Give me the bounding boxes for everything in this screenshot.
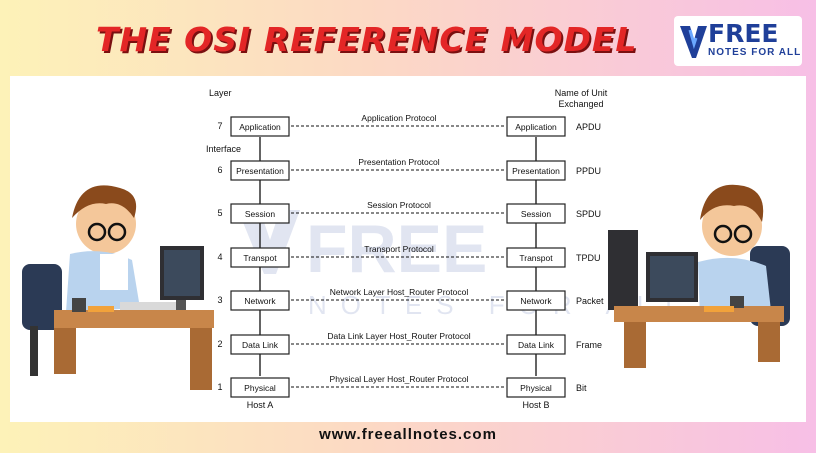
layer-protocol-label: Session Protocol [367,200,431,210]
footer-url: www.freeallnotes.com [319,426,497,443]
unit-header-line1: Name of Unit [555,88,608,98]
layer-protocol-label: Transport Protocol [364,244,434,254]
host-a-layer-name: Network [244,296,276,306]
host-b-layer-box [506,247,566,268]
person-left-illustration [22,185,214,390]
layer-number: 5 [217,208,222,218]
logo-tagline: NOTES FOR ALL [708,47,802,58]
unit-label: Frame [576,340,602,350]
host-b-layer-box [506,290,566,311]
host-a-layer-name: Application [239,122,281,132]
brand-logo: FREE NOTES FOR ALL [674,16,802,66]
osi-layer-row-4: 4 Transpot Transport Protocol Transpot T… [217,244,601,268]
layer-number: 3 [217,295,222,305]
unit-label: SPDU [576,209,601,219]
unit-label: TPDU [576,253,601,263]
unit-label: Bit [576,383,587,393]
host-a-layer-box [230,334,290,355]
interface-label: Interface [206,144,241,154]
layer-protocol-label: Network Layer Host_Router Protocol [330,287,469,297]
osi-diagram: FREE NOTES FOR ALL [22,88,790,410]
osi-layer-row-2: 2 Data Link Data Link Layer Host_Router … [217,331,602,355]
host-b-layer-name: Transpot [519,253,553,263]
person-right-illustration [608,184,790,368]
host-b-layer-box [506,377,566,398]
host-a-layer-name: Transpot [243,253,277,263]
host-b-layer-name: Physical [520,383,552,393]
host-b-label: Host B [522,400,549,410]
host-a-layer-box [230,377,290,398]
layer-number: 7 [217,121,222,131]
layer-number: 1 [217,382,222,392]
host-a-layer-box [230,247,290,268]
osi-layer-row-5: 5 Session Session Protocol Session SPDU [217,200,601,224]
layer-number: 4 [217,252,222,262]
unit-label: PPDU [576,166,601,176]
layer-protocol-label: Presentation Protocol [358,157,439,167]
diagram-panel: FREE NOTES FOR ALL [10,76,806,422]
osi-layer-row-1: 1 Physical Physical Layer Host_Router Pr… [217,374,587,398]
host-a-layer-name: Physical [244,383,276,393]
layer-number: 6 [217,165,222,175]
host-b-layer-box [506,203,566,224]
host-a-layer-box [230,203,290,224]
host-a-layer-box [230,160,290,181]
host-b-layer-name: Session [521,209,552,219]
host-b-layer-box [506,334,566,355]
watermark-text: FREE [306,211,487,287]
unit-label: APDU [576,122,601,132]
host-a-layer-name: Session [245,209,276,219]
logo-mark-icon [680,26,707,58]
unit-header-line2: Exchanged [558,99,603,109]
layer-header: Layer [209,88,232,98]
watermark-mark-icon [238,210,300,274]
logo-text: FREE [708,19,779,48]
host-b-layer-name: Presentation [512,166,560,176]
host-b-layer-box [506,160,566,181]
osi-layer-row-7: 7 Application Application Protocol Appli… [217,113,601,137]
host-b-layer-name: Application [515,122,557,132]
host-b-layer-box [506,116,566,137]
layer-number: 2 [217,339,222,349]
page-title: THE OSI REFERENCE MODEL [96,20,638,59]
layer-protocol-label: Application Protocol [361,113,436,123]
host-b-layer-name: Network [520,296,552,306]
host-a-layer-box [230,290,290,311]
layer-protocol-label: Physical Layer Host_Router Protocol [330,374,469,384]
osi-layer-row-6: 6 Presentation Presentation Protocol Pre… [217,157,601,181]
unit-label: Packet [576,296,604,306]
host-a-layer-name: Data Link [242,340,279,350]
host-a-layer-box [230,116,290,137]
layer-protocol-label: Data Link Layer Host_Router Protocol [327,331,470,341]
host-a-layer-name: Presentation [236,166,284,176]
host-b-layer-name: Data Link [518,340,555,350]
osi-layer-row-3: 3 Network Network Layer Host_Router Prot… [217,287,604,311]
host-a-label: Host A [247,400,274,410]
